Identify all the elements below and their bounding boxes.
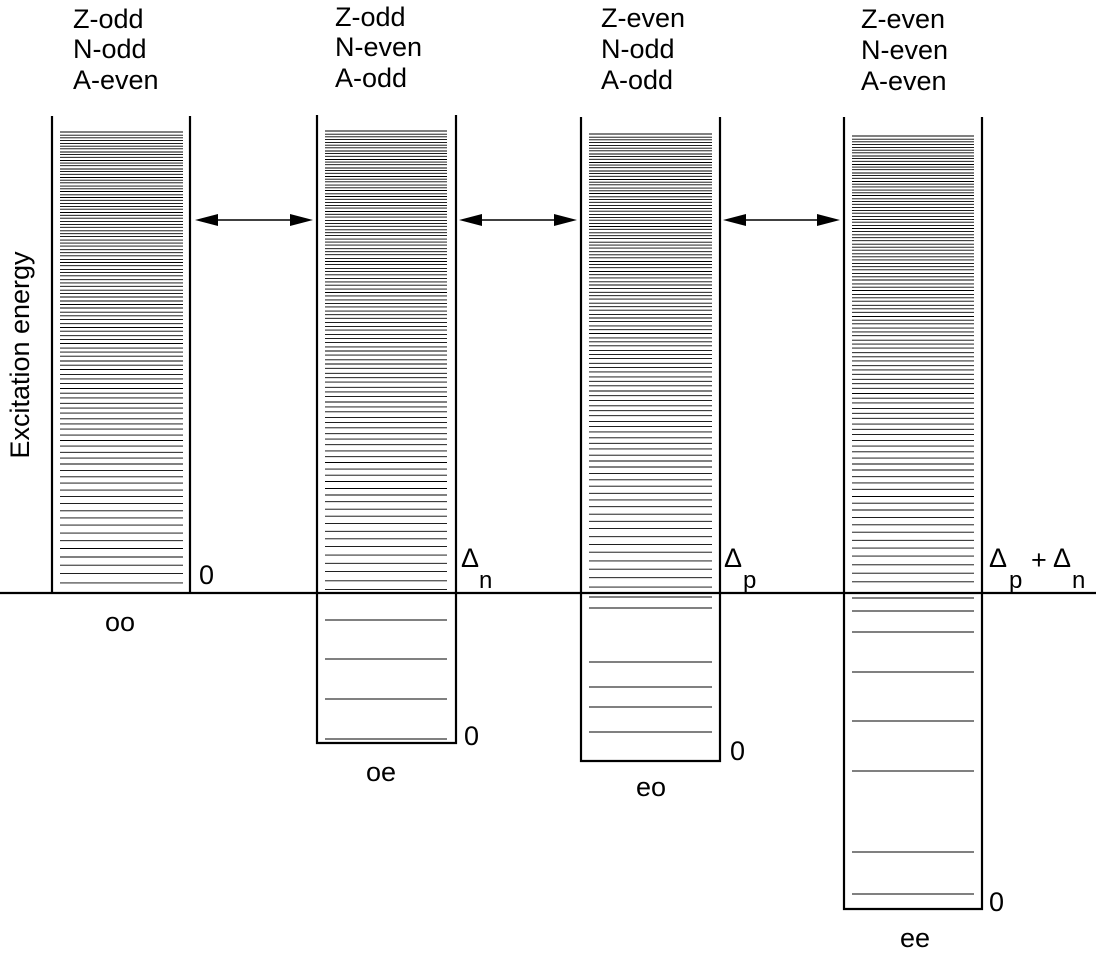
name-oe: oe <box>366 757 396 787</box>
name-ee: ee <box>900 923 930 953</box>
column-oo: Z-odd N-odd A-even 0 oo <box>50 4 214 637</box>
offset-symbol-ee-p: Δ <box>989 543 1007 573</box>
levels-eo <box>589 133 712 733</box>
header-ee-a: A-even <box>861 66 947 96</box>
column-ee: Z-even N-even A-even Δ p + Δ n 0 ee <box>842 4 1085 953</box>
offset-symbol-eo: Δ <box>724 543 742 573</box>
header-eo-a: A-odd <box>601 65 673 95</box>
levels-ee <box>852 135 974 895</box>
column-oe: Z-odd N-even A-odd Δ n 0 oe <box>315 2 492 787</box>
box-eo <box>579 117 722 763</box>
levels-oe <box>325 130 447 740</box>
zero-label-ee: 0 <box>989 887 1004 917</box>
header-ee-n: N-even <box>861 35 948 65</box>
box-ee <box>842 117 984 911</box>
zero-label-oe: 0 <box>464 721 479 751</box>
name-eo: eo <box>636 772 666 802</box>
offset-sub-eo: p <box>743 567 756 594</box>
offset-symbol-oe: Δ <box>461 543 479 573</box>
offset-sub-ee-n: n <box>1072 567 1085 594</box>
y-axis-label: Excitation energy <box>5 251 35 459</box>
header-ee-z: Z-even <box>861 4 945 34</box>
header-oo-n: N-odd <box>73 34 147 64</box>
zero-label-eo: 0 <box>730 736 745 766</box>
arrow-eo-ee <box>723 214 840 226</box>
arrow-oe-eo <box>459 214 577 226</box>
header-eo-z: Z-even <box>601 3 685 33</box>
box-oo <box>50 116 192 593</box>
header-eo-n: N-odd <box>601 34 675 64</box>
header-oe-z: Z-odd <box>335 2 406 32</box>
zero-label-oo: 0 <box>199 560 214 590</box>
header-oo-a: A-even <box>73 65 159 95</box>
header-oe-n: N-even <box>335 32 422 62</box>
header-oe-a: A-odd <box>335 63 407 93</box>
header-oo-z: Z-odd <box>73 4 144 34</box>
offset-sub-oe: n <box>479 567 492 594</box>
column-eo: Z-even N-odd A-odd Δ p 0 eo <box>579 3 756 802</box>
offset-plus-ee: + <box>1031 545 1047 575</box>
offset-symbol-ee-n: Δ <box>1053 543 1071 573</box>
box-oe <box>315 115 458 745</box>
offset-sub-ee-p: p <box>1009 567 1022 594</box>
levels-oo <box>60 131 183 584</box>
arrow-oo-oe <box>195 214 313 226</box>
name-oo: oo <box>105 607 135 637</box>
